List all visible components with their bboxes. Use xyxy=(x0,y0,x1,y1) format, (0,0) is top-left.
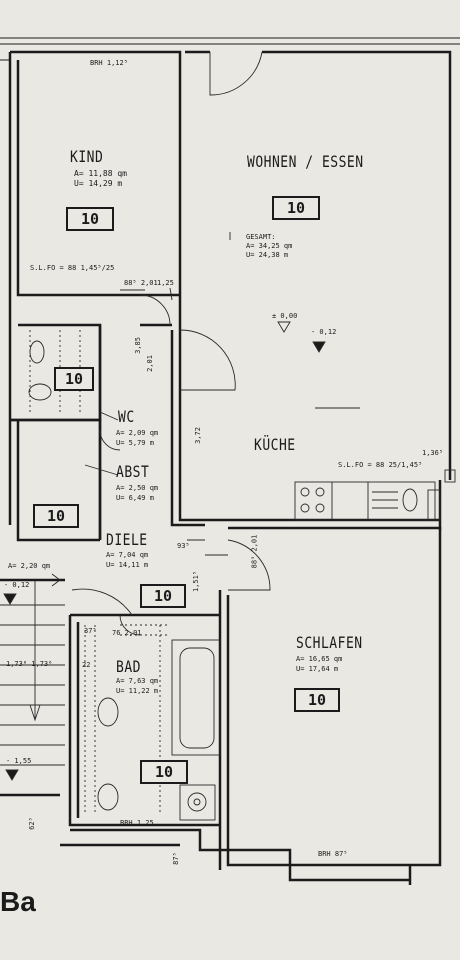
dim-schlafen-door: 88⁵ 2,01 xyxy=(250,534,259,569)
room-total-label-wohnen: GESAMT: xyxy=(246,233,276,241)
level-minus-012-stair: - 0,12 xyxy=(4,581,30,589)
dim-875: 87⁵ xyxy=(171,852,180,865)
room-code-wc: 10 xyxy=(54,367,94,391)
dim-stairs: 1,73⁶ 1,73⁶ xyxy=(6,660,53,668)
room-name-abst: ABST xyxy=(116,463,150,482)
level-minus-012: - 0,12 xyxy=(311,328,337,336)
room-area-kind: A= 11,88 qm xyxy=(74,169,127,178)
room-code-schlafen: 10 xyxy=(294,688,340,712)
room-code-bad: 10 xyxy=(140,760,188,784)
dim-125: 1,25 xyxy=(157,279,174,287)
dim-201b: 2,01 xyxy=(145,355,154,372)
room-area-abst: A= 2,50 qm xyxy=(116,484,159,492)
room-perimeter-wc: U= 5,79 m xyxy=(116,439,154,447)
dim-1365: 1,36⁵ xyxy=(422,449,444,457)
room-perimeter-abst: U= 6,49 m xyxy=(116,494,154,502)
dim-375: 37⁵ xyxy=(84,627,97,635)
cropped-caption-fragment: Ba xyxy=(0,886,36,917)
room-name-wohnen-essen: WOHNEN / ESSEN xyxy=(247,153,364,172)
room-name-diele: DIELE xyxy=(106,531,148,550)
dim-brh-schlafen: BRH 87⁵ xyxy=(318,850,348,858)
dim-sill-kind: S.L.FO = 88 1,45⁵/25 xyxy=(30,264,115,272)
level-minus-155: - 1,55 xyxy=(6,757,32,765)
dim-625: 62⁵ xyxy=(27,817,36,830)
room-area-diele: A= 7,04 qm xyxy=(106,551,149,559)
room-code-wohnen: 10 xyxy=(272,196,320,220)
room-name-kueche: KÜCHE xyxy=(254,436,296,455)
room-perimeter-wohnen: U= 24,38 m xyxy=(246,251,289,259)
dim-935: 93⁵ xyxy=(177,542,190,550)
level-zero: ± 0,00 xyxy=(272,312,298,320)
room-perimeter-bad: U= 11,22 m xyxy=(116,687,159,695)
dim-22: 22 xyxy=(82,661,91,669)
dim-1515: 1,51⁵ xyxy=(192,570,201,593)
room-perimeter-kind: U= 14,29 m xyxy=(74,179,123,188)
room-name-kind: KIND xyxy=(70,148,104,167)
room-perimeter-diele: U= 14,11 m xyxy=(106,561,149,569)
room-area-wohnen: A= 34,25 qm xyxy=(246,242,293,250)
room-area-schlafen: A= 16,65 qm xyxy=(296,655,343,663)
room-perimeter-schlafen: U= 17,64 m xyxy=(296,665,339,673)
dim-brh-kind: BRH 1,12⁵ xyxy=(90,59,128,67)
dim-kind-door: 88⁵ 2,01 xyxy=(124,279,158,287)
room-area-wc: A= 2,09 qm xyxy=(116,429,159,437)
room-name-bad: BAD xyxy=(116,658,141,677)
room-code-diele: 10 xyxy=(140,584,186,608)
room-name-schlafen: SCHLAFEN xyxy=(296,634,363,653)
dim-brh-bad: BRH 1,25 xyxy=(120,819,154,827)
room-area-bad: A= 7,63 qm xyxy=(116,677,159,685)
dim-385: 3,85 xyxy=(133,337,142,354)
room-code-abst: 10 xyxy=(33,504,79,528)
dim-sill-kueche: S.L.FO = 88 25/1,45⁵ xyxy=(338,461,423,469)
dim-bad-door: 76 2,01 xyxy=(112,629,142,637)
dim-372: 3,72 xyxy=(193,427,202,444)
room-code-kind: 10 xyxy=(66,207,114,231)
plan-thin-lines xyxy=(0,51,456,821)
dim-area-220: A= 2,20 qm xyxy=(8,562,51,570)
room-name-wc: WC xyxy=(118,408,135,427)
